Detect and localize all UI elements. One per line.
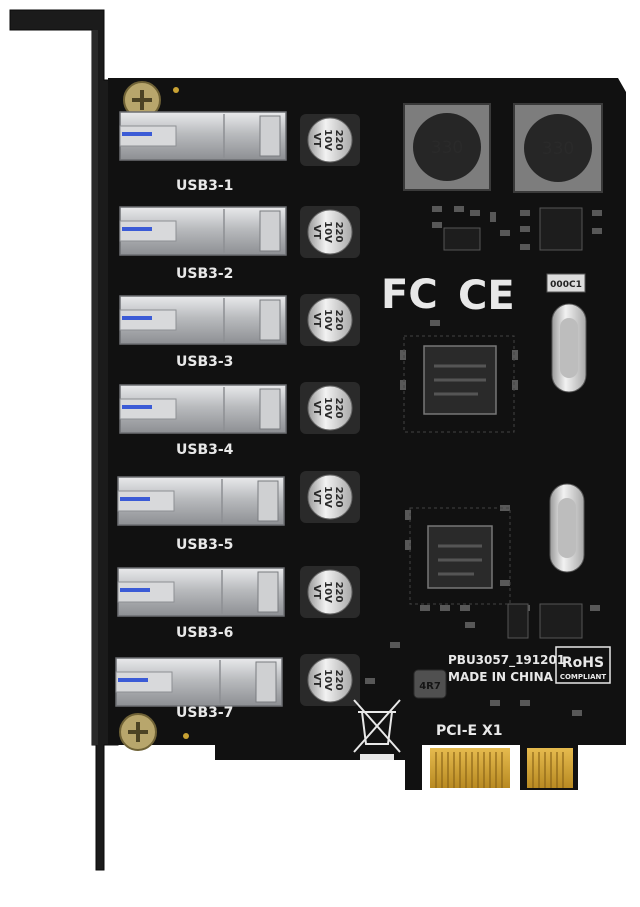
svg-text:220: 220 xyxy=(333,487,344,508)
svg-text:220: 220 xyxy=(333,222,344,243)
usb-port-1 xyxy=(119,111,287,161)
usb-ports: USB3-1USB3-2USB3-3USB3-4USB3-5USB3-6USB3… xyxy=(115,111,287,721)
screw-icon xyxy=(119,713,157,751)
svg-text:10V: 10V xyxy=(322,309,333,331)
svg-text:220: 220 xyxy=(333,130,344,151)
fcc-logo: FC xyxy=(381,272,438,318)
svg-text:VT: VT xyxy=(311,313,322,328)
svg-text:10V: 10V xyxy=(322,397,333,419)
svg-text:VT: VT xyxy=(311,673,322,688)
solder-pad xyxy=(173,87,189,739)
svg-text:220: 220 xyxy=(333,582,344,603)
made-in-label: MADE IN CHINA xyxy=(448,670,554,684)
svg-text:000C1: 000C1 xyxy=(550,280,582,290)
pcie-bridge-chip xyxy=(409,507,511,605)
small-crystal: 000C1 xyxy=(546,273,586,293)
svg-text:COMPLIANT: COMPLIANT xyxy=(560,673,607,681)
svg-text:10V: 10V xyxy=(322,581,333,603)
usb-port-label: USB3-7 xyxy=(176,705,233,721)
svg-text:VT: VT xyxy=(311,133,322,148)
svg-text:10V: 10V xyxy=(322,129,333,151)
usb-port-4 xyxy=(119,384,287,434)
interface-label: PCI-E X1 xyxy=(436,723,503,739)
usb-controller-chip xyxy=(403,335,515,433)
usb-port-6 xyxy=(117,567,285,617)
svg-text:VT: VT xyxy=(311,585,322,600)
inductor-left: 330 xyxy=(403,103,491,191)
svg-text:10V: 10V xyxy=(322,669,333,691)
usb-port-label: USB3-5 xyxy=(176,537,233,553)
pcie-gold-fingers xyxy=(430,748,573,788)
svg-text:330: 330 xyxy=(431,138,463,158)
svg-text:RoHS: RoHS xyxy=(562,655,604,671)
screw-icon xyxy=(123,81,161,119)
svg-text:220: 220 xyxy=(333,398,344,419)
smd-components xyxy=(365,206,602,716)
svg-text:VT: VT xyxy=(311,401,322,416)
small-inductor: 4R7 xyxy=(413,669,447,699)
crystal-oscillator xyxy=(551,303,587,393)
usb-port-label: USB3-4 xyxy=(176,442,234,458)
usb-port-2 xyxy=(119,206,287,256)
svg-text:VT: VT xyxy=(311,225,322,240)
small-ic xyxy=(443,207,583,639)
usb-port-label: USB3-3 xyxy=(176,354,233,370)
model-number: PBU3057_191201 xyxy=(448,653,565,668)
usb-port-7 xyxy=(115,657,283,707)
usb-port-label: USB3-6 xyxy=(176,625,233,641)
svg-text:10V: 10V xyxy=(322,221,333,243)
usb-port-label: USB3-1 xyxy=(176,178,233,194)
weee-bin-icon xyxy=(353,699,401,760)
svg-text:330: 330 xyxy=(542,139,574,159)
capacitors: 22010VVT22010VVT22010VVT22010VVT22010VVT… xyxy=(300,114,360,706)
svg-text:VT: VT xyxy=(311,490,322,505)
metal-bracket xyxy=(9,9,119,871)
svg-text:10V: 10V xyxy=(322,486,333,508)
usb-port-3 xyxy=(119,295,287,345)
inductor-right: 330 xyxy=(513,103,603,193)
rohs-badge: RoHS COMPLIANT xyxy=(555,646,611,684)
usb-port-label: USB3-2 xyxy=(176,266,233,282)
usb-port-5 xyxy=(117,476,285,526)
svg-text:220: 220 xyxy=(333,310,344,331)
ce-logo: CE xyxy=(458,273,515,319)
svg-text:4R7: 4R7 xyxy=(419,681,441,692)
crystal-oscillator xyxy=(549,483,585,573)
svg-text:220: 220 xyxy=(333,670,344,691)
